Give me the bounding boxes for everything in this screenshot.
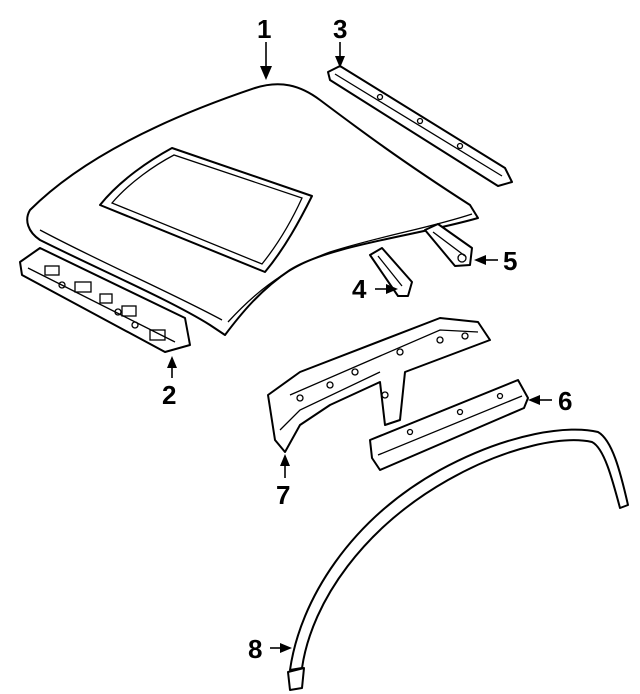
callout-8: 8 [248,634,262,664]
callout-arrows [167,42,552,653]
front-roof-rail [19,247,191,353]
callout-2: 2 [162,380,176,410]
callout-3: 3 [333,14,347,44]
roof-bow-5 [424,223,473,267]
rear-header-panel [267,317,491,453]
callout-5: 5 [503,246,517,276]
callout-1: 1 [257,14,271,44]
weatherstrip [287,428,629,691]
callout-6: 6 [558,386,572,416]
callout-4: 4 [352,274,367,304]
callout-7: 7 [276,480,290,510]
roof-panel [26,83,479,336]
roof-side-rail [327,65,513,187]
rear-roof-rail [369,379,529,471]
